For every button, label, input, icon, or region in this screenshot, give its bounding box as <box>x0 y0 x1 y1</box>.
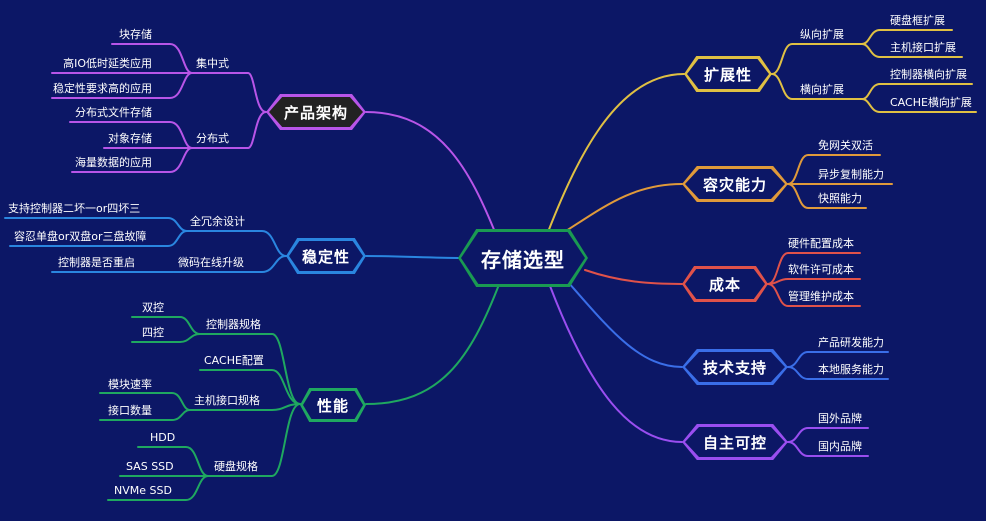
leaf-rnd-capability: 产品研发能力 <box>818 336 884 349</box>
leaf-license-cost: 软件许可成本 <box>788 263 854 276</box>
label-vertical: 纵向扩展 <box>800 28 844 41</box>
node-stability[interactable]: 稳定性 <box>286 238 366 274</box>
node-cost[interactable]: 成本 <box>682 266 768 302</box>
leaf-dist-fs: 分布式文件存储 <box>75 106 152 119</box>
leaf-host-port-ext: 主机接口扩展 <box>890 41 956 54</box>
leaf-disk-enclosure: 硬盘框扩展 <box>890 14 945 27</box>
label-horizontal: 横向扩展 <box>800 83 844 96</box>
label-distributed: 分布式 <box>196 132 229 145</box>
center-node-label: 存储选型 <box>461 232 585 284</box>
leaf-hardware-cost: 硬件配置成本 <box>788 237 854 250</box>
label-upgrade: 微码在线升级 <box>178 256 244 269</box>
node-support[interactable]: 技术支持 <box>682 349 788 385</box>
node-product-arch[interactable]: 产品架构 <box>266 94 366 130</box>
label-cache: CACHE配置 <box>204 354 264 367</box>
node-dr[interactable]: 容灾能力 <box>682 166 788 202</box>
leaf-ctrl-scaleout: 控制器横向扩展 <box>890 68 967 81</box>
leaf-sas-ssd: SAS SSD <box>126 460 174 473</box>
label-centralized: 集中式 <box>196 57 229 70</box>
node-cost-label: 成本 <box>685 269 765 299</box>
label-redundancy: 全冗余设计 <box>190 215 245 228</box>
node-autonomy-label: 自主可控 <box>685 427 785 457</box>
node-dr-label: 容灾能力 <box>685 169 785 199</box>
leaf-async-replication: 异步复制能力 <box>818 168 884 181</box>
leaf-object-storage: 对象存储 <box>108 132 152 145</box>
leaf-module-rate: 模块速率 <box>108 378 152 391</box>
label-disk-spec: 硬盘规格 <box>214 460 258 473</box>
leaf-cache-scaleout: CACHE横向扩展 <box>890 96 972 109</box>
leaf-massive-data: 海量数据的应用 <box>75 156 152 169</box>
node-support-label: 技术支持 <box>685 352 785 382</box>
leaf-high-io: 高IO低时延类应用 <box>63 57 152 70</box>
leaf-nvme-ssd: NVMe SSD <box>114 484 172 497</box>
node-product-arch-label: 产品架构 <box>269 97 363 127</box>
leaf-hdd: HDD <box>150 431 176 444</box>
node-stability-label: 稳定性 <box>289 241 363 271</box>
label-ctrl-spec: 控制器规格 <box>206 318 261 331</box>
leaf-dual-ctrl: 双控 <box>142 301 164 314</box>
leaf-controller-restart: 控制器是否重启 <box>58 256 135 269</box>
leaf-gateway-free-aa: 免网关双活 <box>818 139 873 152</box>
node-scalability-label: 扩展性 <box>687 59 769 89</box>
node-performance-label: 性能 <box>303 391 363 419</box>
leaf-port-count: 接口数量 <box>108 404 152 417</box>
leaf-disk-fail: 容忍单盘or双盘or三盘故障 <box>14 230 147 243</box>
leaf-local-service: 本地服务能力 <box>818 363 884 376</box>
leaf-maintenance-cost: 管理维护成本 <box>788 290 854 303</box>
label-host-if: 主机接口规格 <box>194 394 260 407</box>
node-scalability[interactable]: 扩展性 <box>684 56 772 92</box>
node-performance[interactable]: 性能 <box>300 388 366 422</box>
leaf-quad-ctrl: 四控 <box>142 326 164 339</box>
leaf-domestic-brand: 国内品牌 <box>818 440 862 453</box>
leaf-block-storage: 块存储 <box>119 28 152 41</box>
node-autonomy[interactable]: 自主可控 <box>682 424 788 460</box>
leaf-foreign-brand: 国外品牌 <box>818 412 862 425</box>
center-node[interactable]: 存储选型 <box>458 229 588 287</box>
leaf-controller-fail: 支持控制器二坏一or四坏三 <box>8 202 141 215</box>
leaf-snapshot: 快照能力 <box>818 192 862 205</box>
leaf-stable-app: 稳定性要求高的应用 <box>53 82 152 95</box>
